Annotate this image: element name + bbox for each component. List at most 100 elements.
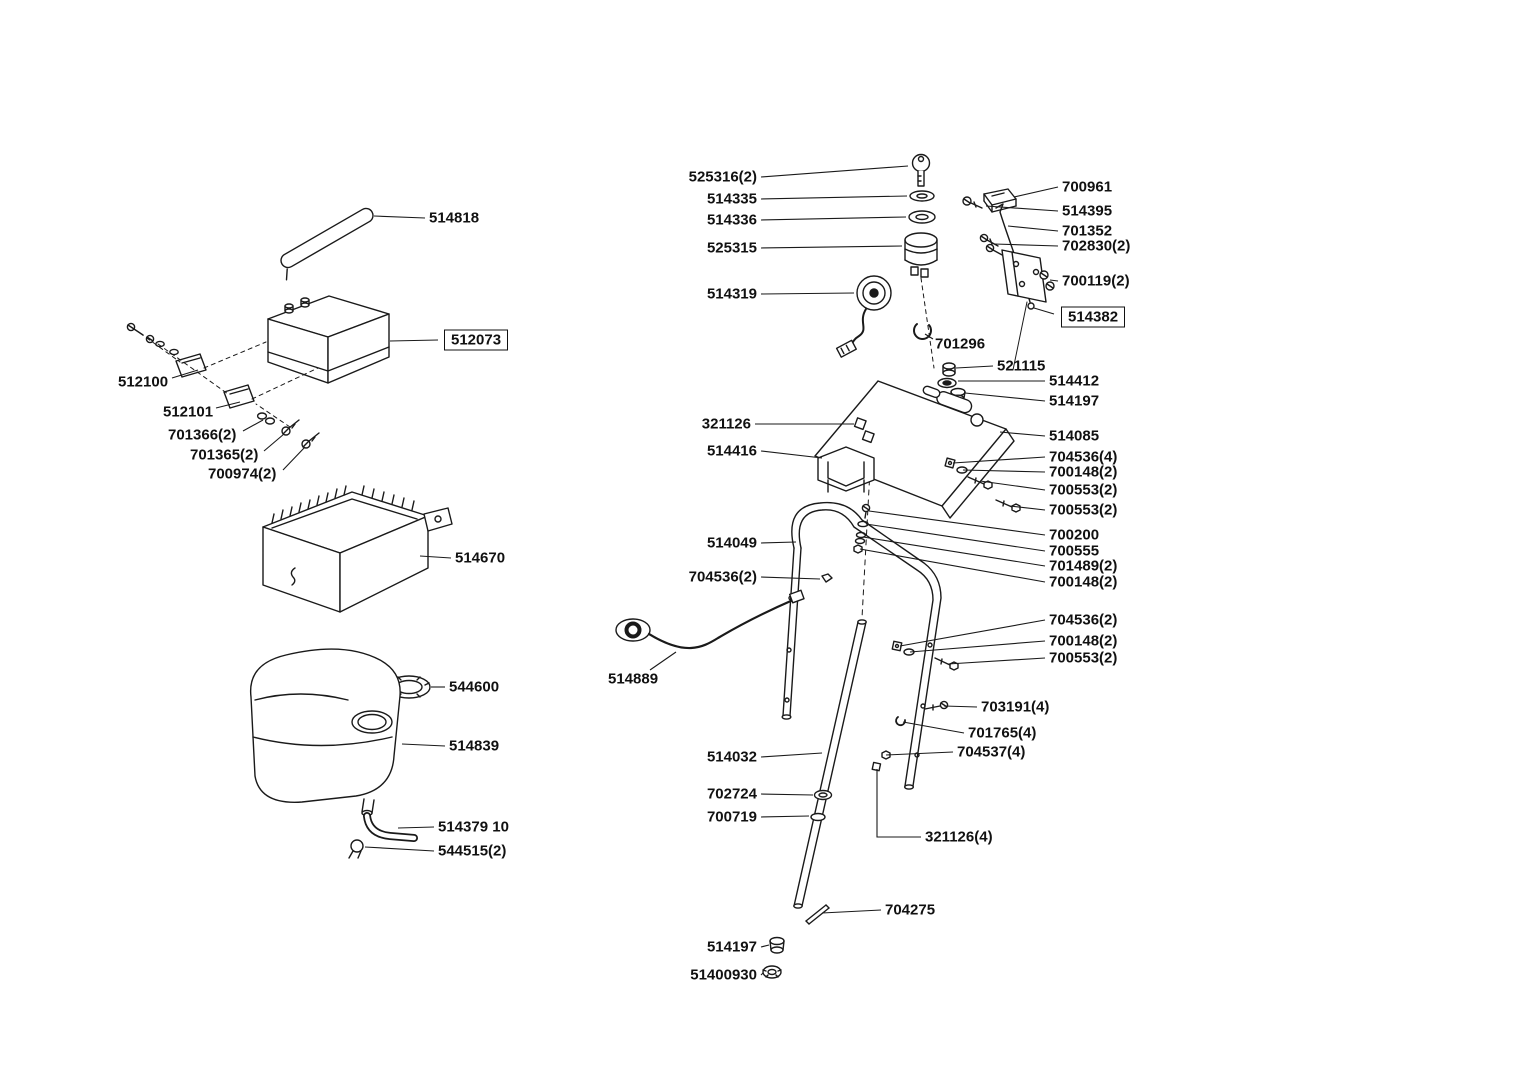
part-label-700719: 700719 <box>706 808 757 826</box>
part-ignition-key <box>911 153 931 187</box>
leader-line-701489-2- <box>862 536 1046 567</box>
part-label-700148-2-: 700148(2) <box>1049 632 1118 650</box>
leader-line-700148-2- <box>909 640 1046 653</box>
part-label-704275: 704275 <box>885 901 936 919</box>
part-label-514416: 514416 <box>706 442 757 460</box>
leader-line-514336 <box>760 216 907 221</box>
leader-line-525316-2- <box>760 165 909 178</box>
part-label-514197: 514197 <box>1049 392 1100 410</box>
leader-line-512100 <box>171 369 199 379</box>
leader-line-704275 <box>821 909 882 914</box>
part-battery-box <box>262 485 453 613</box>
part-shift-shaft <box>793 619 867 909</box>
part-snap-ring <box>913 323 932 340</box>
part-lower-small-parts <box>762 904 830 979</box>
part-fuel-tank <box>249 648 401 817</box>
leader-line-525315 <box>760 245 903 249</box>
part-label-700553-2-: 700553(2) <box>1049 481 1118 499</box>
part-top-bracket <box>962 188 1017 213</box>
part-label-704536-2-: 704536(2) <box>688 568 757 586</box>
leader-line-514382 <box>1033 307 1055 315</box>
leader-line-700719 <box>760 815 810 818</box>
leader-line-700974-2- <box>282 446 306 471</box>
part-label-514839: 514839 <box>449 737 500 755</box>
leader-line-701765-4- <box>902 721 965 734</box>
leader-line-514319 <box>760 292 855 295</box>
part-label-514412: 514412 <box>1049 372 1100 390</box>
leader-line-514818 <box>373 215 426 219</box>
part-label-514889: 514889 <box>608 670 659 688</box>
leader-line-512101 <box>215 401 241 409</box>
leader-line-700200 <box>868 510 1046 536</box>
part-label-700553-2-: 700553(2) <box>1049 649 1118 667</box>
leader-line-700553-2- <box>979 480 1046 491</box>
leader-line-514670 <box>419 555 452 559</box>
part-label-703191-4-: 703191(4) <box>981 698 1050 716</box>
leader-line-544515-2- <box>364 846 435 852</box>
part-label-514336: 514336 <box>706 211 757 229</box>
leader-line-702830-2- <box>993 243 1059 247</box>
part-label-514379-10: 514379 10 <box>438 818 509 836</box>
leader-line-514889 <box>649 651 677 671</box>
leader-line-701296 <box>924 333 934 340</box>
leader-line-701352 <box>1007 225 1059 232</box>
part-bracket-plate <box>1001 249 1055 303</box>
part-label-700148-2-: 700148(2) <box>1049 573 1118 591</box>
leader-line-701365-2- <box>263 433 285 452</box>
part-label-544600: 544600 <box>449 678 500 696</box>
leader-line-514197 <box>964 392 1046 402</box>
part-label-525315: 525315 <box>706 239 757 257</box>
leader-line-514197 <box>760 944 770 948</box>
part-label-544515-2-: 544515(2) <box>438 842 507 860</box>
part-switch-washers <box>908 190 936 224</box>
part-label-512100: 512100 <box>118 373 169 391</box>
part-handlebar <box>781 501 942 790</box>
part-panel-grommets <box>937 362 966 402</box>
part-fuel-hose <box>348 812 418 859</box>
part-label-701489-2-: 701489(2) <box>1049 557 1118 575</box>
part-label-701366-2-: 701366(2) <box>168 426 237 444</box>
leader-line-700553-2- <box>1009 505 1046 511</box>
leader-line-514395 <box>985 205 1059 212</box>
leader-line-704537-4- <box>885 751 954 756</box>
part-horn <box>835 275 892 358</box>
part-ignition-switch <box>904 232 938 369</box>
part-label-701296: 701296 <box>935 335 986 353</box>
leader-line-704536-2- <box>899 619 1046 647</box>
part-label-514382: 514382 <box>1061 306 1126 328</box>
part-label-700974-2-: 700974(2) <box>208 465 277 483</box>
leader-line-700553-2- <box>947 657 1046 665</box>
part-label-51400930: 51400930 <box>690 966 757 984</box>
part-label-321126-4-: 321126(4) <box>925 828 993 846</box>
part-label-704536-4-: 704536(4) <box>1049 448 1118 466</box>
part-ground-cable <box>615 589 805 650</box>
part-label-514032: 514032 <box>706 748 757 766</box>
part-label-700961: 700961 <box>1062 178 1113 196</box>
leader-line-700961 <box>1013 186 1059 198</box>
leader-line-514335 <box>760 195 908 200</box>
leader-line-51400930 <box>760 972 764 976</box>
part-label-701352: 701352 <box>1062 222 1113 240</box>
leader-line-700148-2- <box>859 548 1046 583</box>
leader-line-514032 <box>760 752 823 758</box>
part-wire-bracket <box>280 207 374 281</box>
part-label-514335: 514335 <box>706 190 757 208</box>
leader-line-514839 <box>401 743 446 747</box>
part-panel-bracket <box>817 446 875 554</box>
leader-line-704536-2- <box>760 576 821 580</box>
part-label-700119-2-: 700119(2) <box>1062 272 1130 290</box>
leader-line-514416 <box>760 450 823 459</box>
leader-line-321126-4- <box>876 769 921 838</box>
leader-line-512073 <box>389 339 439 342</box>
part-label-514395: 514395 <box>1062 202 1113 220</box>
part-label-512073: 512073 <box>444 329 509 351</box>
part-label-700200: 700200 <box>1049 526 1100 544</box>
leader-line-700148-2- <box>962 469 1046 473</box>
part-label-521115: 521115 <box>997 357 1046 375</box>
leader-line-700555 <box>865 523 1046 552</box>
part-battery-hardware <box>126 322 320 449</box>
leader-line-514049 <box>760 541 797 544</box>
part-label-701765-4-: 701765(4) <box>968 724 1037 742</box>
